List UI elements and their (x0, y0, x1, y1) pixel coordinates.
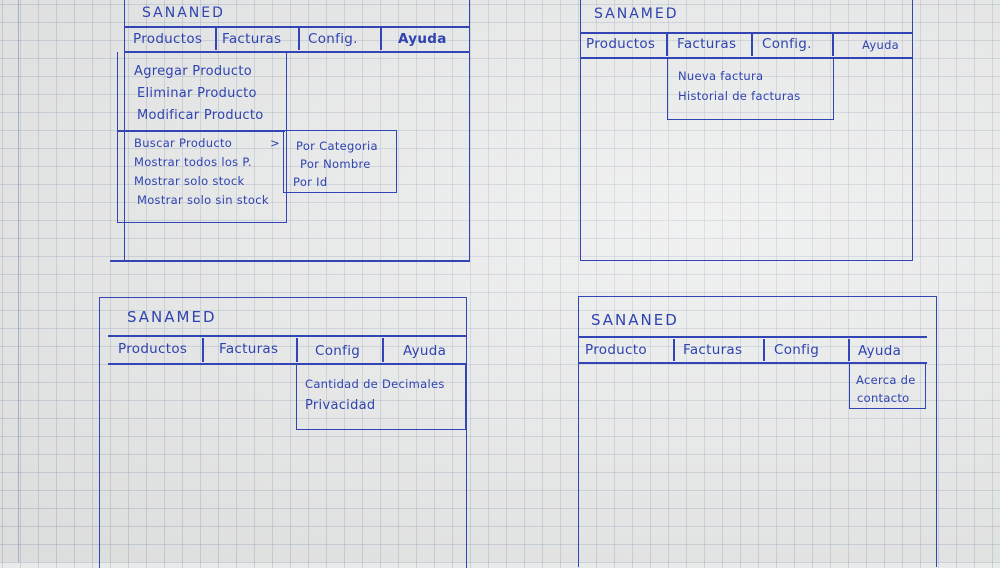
menu-top-line (578, 336, 927, 338)
menu-divider (751, 34, 753, 56)
window-bottom-line (110, 260, 470, 262)
menu-config[interactable]: Config. (762, 36, 812, 52)
dropdown-item[interactable]: Buscar Producto (134, 136, 233, 150)
submenu-item[interactable]: Por Nombre (300, 157, 371, 171)
menu-facturas[interactable]: Facturas (677, 36, 737, 52)
menu-divider (763, 339, 765, 361)
window-frame (99, 297, 467, 568)
facturas-dropdown (667, 58, 834, 120)
menu-productos[interactable]: Productos (133, 31, 203, 47)
menu-bottom-line (108, 363, 466, 365)
app-title: SANANED (591, 311, 679, 329)
app-title: SANAMED (594, 6, 679, 22)
menu-productos[interactable]: Productos (586, 36, 656, 52)
dropdown-item[interactable]: Privacidad (305, 398, 376, 413)
dropdown-item[interactable]: contacto (857, 391, 910, 405)
menu-productos[interactable]: Productos (118, 341, 188, 357)
productos-dropdown (117, 52, 287, 223)
submenu-item[interactable]: Por Categoria (296, 139, 378, 153)
margin-line (18, 0, 19, 562)
menu-ayuda[interactable]: Ayuda (403, 343, 447, 359)
dropdown-item[interactable]: Mostrar solo sin stock (137, 193, 269, 207)
menu-top-line (108, 335, 466, 337)
menu-divider (298, 28, 300, 50)
submenu-item[interactable]: Por Id (293, 175, 328, 189)
window-frame (578, 296, 937, 567)
ayuda-dropdown (849, 363, 926, 409)
dropdown-item[interactable]: Cantidad de Decimales (305, 377, 445, 391)
menu-ayuda[interactable]: Ayuda (398, 31, 447, 47)
dropdown-item[interactable]: Agregar Producto (134, 64, 253, 79)
menu-config[interactable]: Config (315, 343, 361, 359)
dropdown-separator (117, 130, 285, 132)
dropdown-item[interactable]: Mostrar solo stock (134, 174, 245, 188)
menu-facturas[interactable]: Facturas (683, 342, 743, 358)
app-title: SANANED (142, 5, 225, 21)
window-frame (580, 0, 913, 261)
dropdown-item[interactable]: Nueva factura (678, 69, 764, 83)
menu-top-line (580, 32, 912, 34)
menu-divider (296, 338, 298, 362)
menu-bottom-line (124, 51, 469, 53)
dropdown-item[interactable]: Modificar Producto (137, 108, 264, 123)
menu-divider (382, 338, 384, 362)
menu-facturas[interactable]: Facturas (219, 341, 279, 357)
menu-bottom-line (578, 362, 927, 364)
menu-divider (215, 28, 217, 50)
dropdown-item[interactable]: Acerca de (856, 373, 916, 387)
buscar-submenu (283, 130, 397, 193)
menu-bottom-line (580, 57, 912, 59)
menu-divider (848, 339, 850, 361)
submenu-arrow-icon: > (270, 136, 280, 150)
app-title: SANAMED (127, 308, 217, 326)
menu-facturas[interactable]: Facturas (222, 31, 282, 47)
menu-divider (673, 339, 675, 361)
config-dropdown (296, 364, 466, 430)
menu-divider (832, 34, 834, 56)
menu-divider (380, 28, 382, 50)
menu-ayuda[interactable]: Ayuda (862, 38, 900, 52)
dropdown-item[interactable]: Mostrar todos los P. (134, 155, 252, 169)
dropdown-item[interactable]: Eliminar Producto (137, 86, 257, 101)
dropdown-item[interactable]: Historial de facturas (678, 89, 801, 103)
menu-divider (202, 338, 204, 362)
menu-ayuda[interactable]: Ayuda (858, 343, 902, 359)
menu-config[interactable]: Config. (308, 31, 358, 47)
menu-top-line (124, 26, 469, 28)
menu-config[interactable]: Config (774, 342, 820, 358)
menu-divider (666, 34, 668, 56)
menu-producto[interactable]: Producto (585, 342, 647, 358)
